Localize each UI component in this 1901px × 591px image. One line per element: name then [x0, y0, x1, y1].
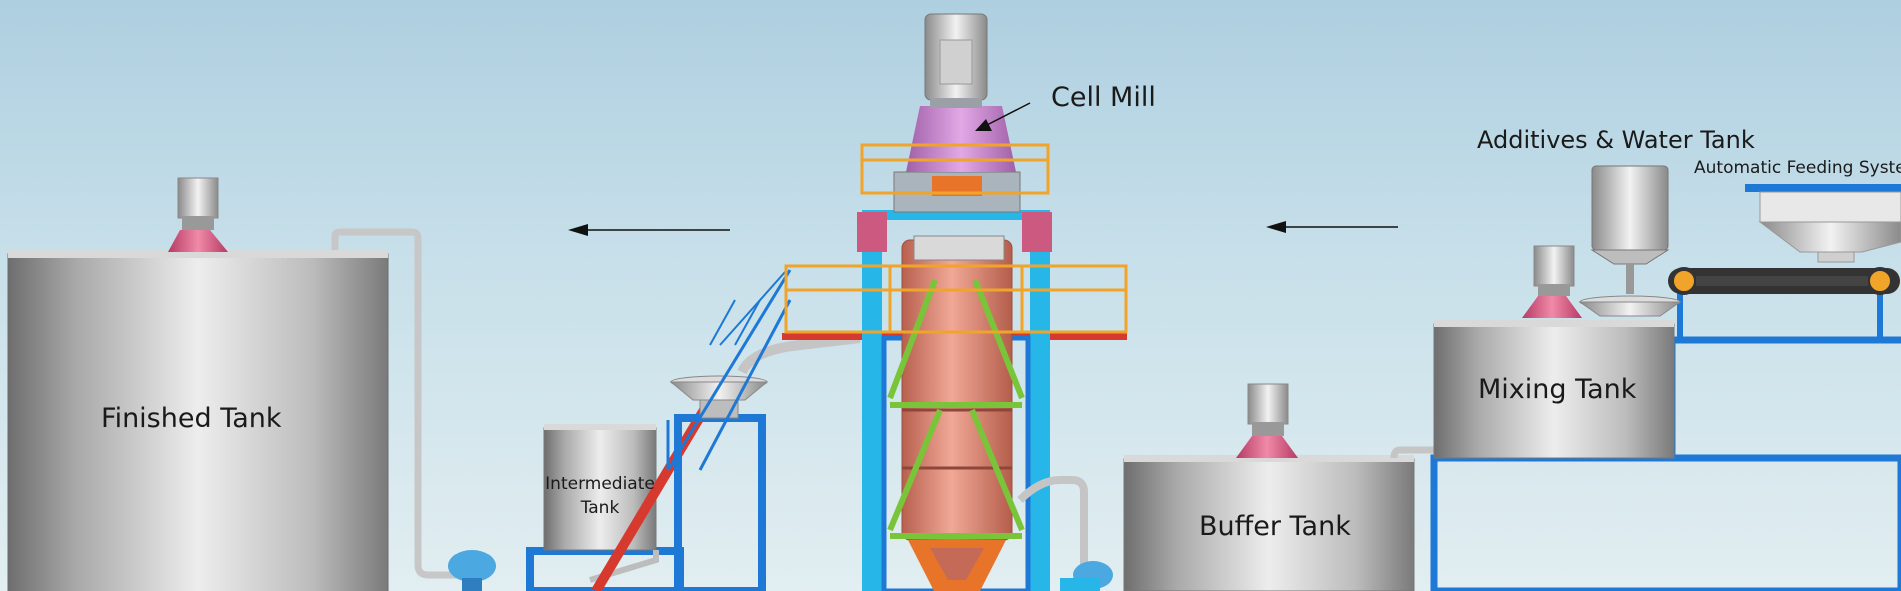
finished-tank — [7, 177, 470, 591]
cell-mill-motor — [924, 13, 988, 108]
green-braces — [887, 278, 1025, 539]
conveyor-belt — [1668, 267, 1900, 295]
mixing-tank-agitator-motor — [1522, 245, 1582, 318]
intermediate-tank-label-line2: Tank — [580, 498, 620, 518]
intermediate-tank-label-line1: Intermediate — [545, 474, 655, 494]
pump-left-icon — [448, 550, 496, 591]
additives-water-tank — [1578, 165, 1682, 317]
buffer-tank-agitator-motor — [1236, 383, 1298, 458]
buffer-tank — [1123, 383, 1415, 591]
cell-mill-label: Cell Mill — [1051, 82, 1156, 113]
finished-tank-agitator-motor — [168, 177, 228, 252]
cell-mill-pointer-arrow — [975, 102, 1031, 131]
railings — [784, 143, 1128, 334]
flow-arrow-right — [1266, 221, 1398, 233]
finished-tank-label: Finished Tank — [101, 403, 282, 434]
feed-funnel — [669, 375, 769, 419]
feeding-hopper — [1758, 191, 1901, 263]
automatic-feeding-system-label: Automatic Feeding System — [1694, 158, 1901, 178]
additives-water-tank-label: Additives & Water Tank — [1477, 126, 1755, 154]
intermediate-tank-label: Intermediate Tank — [544, 472, 656, 520]
mixing-station — [1390, 165, 1901, 591]
pump-right-icon — [1060, 561, 1113, 591]
flow-arrow-left — [568, 224, 730, 236]
mixing-tank-label: Mixing Tank — [1478, 374, 1637, 405]
intermediate-tank — [526, 269, 861, 591]
staircase — [666, 269, 792, 471]
cell-mill — [782, 13, 1128, 591]
buffer-tank-label: Buffer Tank — [1199, 511, 1351, 542]
